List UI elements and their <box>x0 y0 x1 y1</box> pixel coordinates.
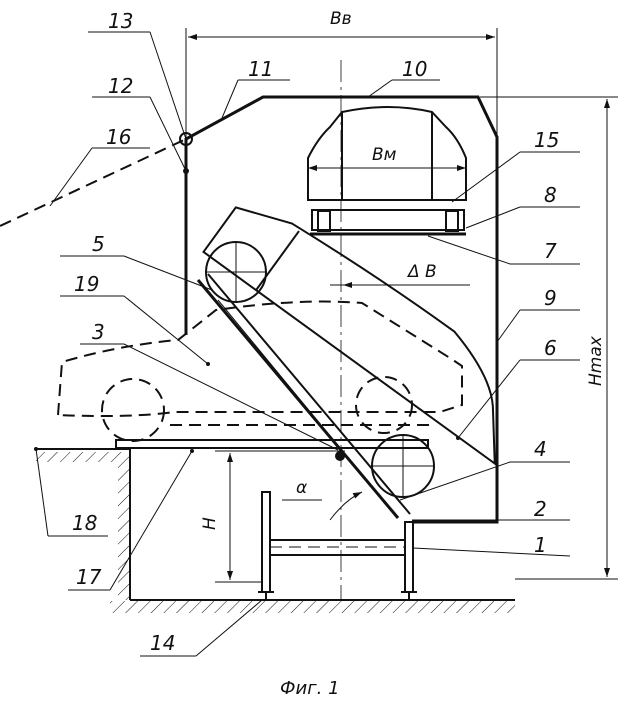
callout-19: 19 <box>74 272 99 296</box>
callout-12: 12 <box>108 74 133 98</box>
callout-3: 3 <box>92 320 105 344</box>
callouts: 13 12 11 10 16 15 8 7 5 19 9 3 <box>34 9 580 657</box>
callout-4: 4 <box>534 437 547 461</box>
lower-frame <box>258 491 417 600</box>
callout-14: 14 <box>150 631 175 655</box>
callout-7: 7 <box>544 239 557 263</box>
dimension-h: Н <box>200 450 345 583</box>
angle-alpha-label: α <box>296 478 307 498</box>
ground-floor <box>110 599 515 613</box>
callout-5: 5 <box>92 232 105 256</box>
lower-car-dashed <box>57 300 463 442</box>
dim-bv-label: Вв <box>330 9 352 29</box>
angle-alpha: α <box>282 478 363 521</box>
callout-6: 6 <box>544 336 557 360</box>
callout-15: 15 <box>534 128 559 152</box>
callout-8: 8 <box>544 183 557 207</box>
ground-left <box>36 448 131 600</box>
callout-16: 16 <box>106 125 131 149</box>
dim-h-label: Н <box>200 517 220 530</box>
callout-1: 1 <box>534 533 547 557</box>
cable-16 <box>0 138 187 227</box>
dim-delta-b-label: Δ В <box>406 262 437 282</box>
callout-17: 17 <box>76 565 102 589</box>
deck <box>115 439 429 461</box>
callout-13: 13 <box>108 9 133 33</box>
dimension-bv: Вв <box>185 9 498 139</box>
callout-10: 10 <box>402 57 427 81</box>
dim-bm-label: Вм <box>372 145 397 165</box>
upper-car <box>307 106 467 236</box>
tilted-car <box>202 206 496 466</box>
lift-platform <box>196 273 411 519</box>
dimension-bm: Вм <box>308 145 466 171</box>
dim-hmax-label: Нmax <box>586 335 606 386</box>
dimension-delta-b: Δ В <box>330 262 470 288</box>
figure-caption: Фиг. 1 <box>280 678 340 699</box>
callout-2: 2 <box>534 497 547 521</box>
callout-18: 18 <box>72 511 97 535</box>
callout-9: 9 <box>544 286 557 310</box>
dimension-hmax: Нmax <box>480 96 618 580</box>
callout-11: 11 <box>248 57 273 81</box>
